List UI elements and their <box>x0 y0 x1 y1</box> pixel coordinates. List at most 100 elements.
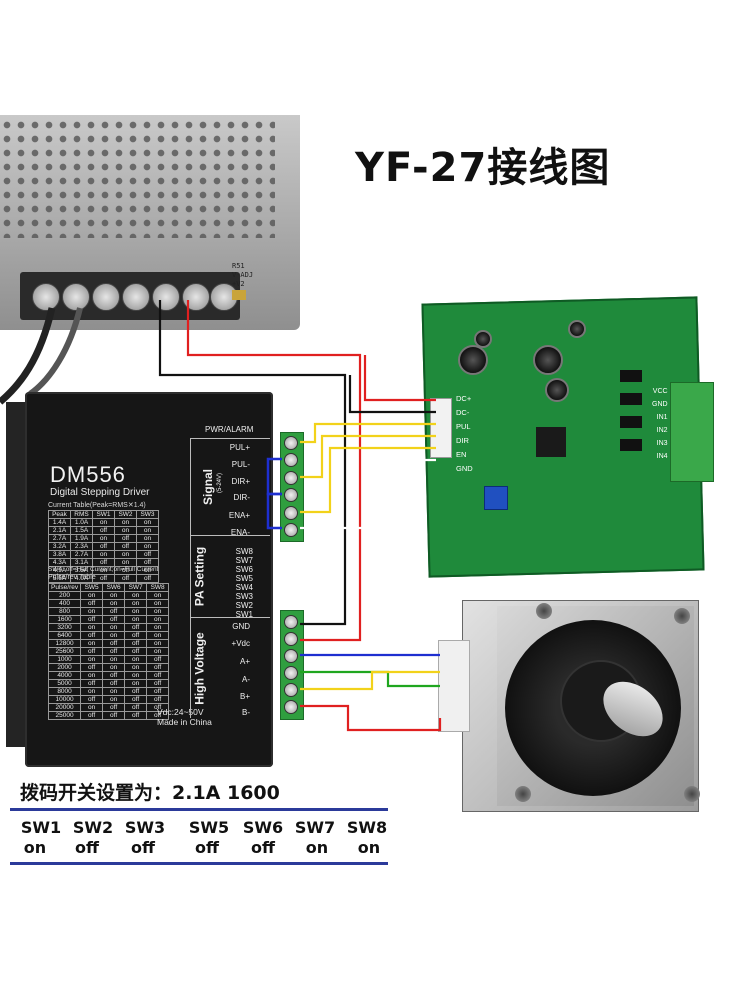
terminal-screw <box>284 615 298 629</box>
controller-pin-label: EN <box>456 450 467 459</box>
driver-model: DM556 <box>50 462 126 487</box>
wire-vdc-red <box>186 300 362 642</box>
wire-jumper-blue <box>266 457 282 496</box>
wire-pul-yellow <box>300 422 436 444</box>
terminal-screw <box>284 666 298 680</box>
capacitor <box>474 330 492 348</box>
controller-right-labels: VCC GND IN1 IN2 IN3 IN4 <box>652 385 668 463</box>
controller-input-terminal <box>670 382 714 482</box>
controller-left-labels: DC+ DC- PUL DIR EN GND <box>456 392 473 476</box>
divider-line <box>10 808 388 811</box>
switch-setting-text: 拨码开关设置为：2.1A 1600 <box>20 782 280 804</box>
psu-screw <box>182 283 210 311</box>
optocoupler <box>620 416 642 428</box>
controller-pin-label: IN4 <box>656 453 668 460</box>
psu-screw <box>122 283 150 311</box>
switch-name: SW1 <box>20 818 62 837</box>
optocoupler <box>620 393 642 405</box>
switch-name: SW8 <box>346 818 388 837</box>
made-in: Made in China <box>157 717 212 727</box>
psu-label: V-ADJ <box>232 271 254 279</box>
controller-pin-label: DC- <box>456 408 470 417</box>
current-table-title: Current Table(Peak=RMS✕1.4) <box>48 502 146 509</box>
optocoupler <box>620 370 642 382</box>
psu-screw <box>152 283 180 311</box>
controller-pin-label: GND <box>456 464 473 473</box>
setting-pin-label: SW8 <box>235 547 253 556</box>
psu-screw <box>210 283 238 311</box>
setting-pin-label: SW7 <box>235 556 253 565</box>
hv-pin-label: B+ <box>239 692 250 701</box>
terminal-screw <box>284 436 298 450</box>
optocoupler <box>620 439 642 451</box>
hv-pin-label: A- <box>242 675 250 684</box>
inductor <box>545 378 569 402</box>
switch-name: SW3 <box>124 818 166 837</box>
section-divider <box>190 617 270 618</box>
switch-state: off <box>251 838 275 857</box>
mounting-hole <box>684 786 700 802</box>
switch-state: on <box>357 838 381 857</box>
wire-gnd-white <box>300 458 436 530</box>
microcontroller-chip <box>536 427 566 457</box>
driver-heatsink-side <box>6 402 28 747</box>
section-divider <box>190 438 270 439</box>
wire-b-minus-red <box>300 704 442 732</box>
switch-state: off <box>131 838 155 857</box>
signal-pin-label: ENA- <box>230 528 250 537</box>
hv-pin-label: B- <box>242 708 250 717</box>
mounting-hole <box>674 608 690 624</box>
hv-pin-label: A+ <box>239 657 250 666</box>
wire-dir-yellow <box>300 434 436 479</box>
switch-state: on <box>305 838 329 857</box>
pulse-table-title: Pulse/rev Table <box>48 574 96 581</box>
mounting-hole <box>536 603 552 619</box>
capacitor <box>533 345 563 375</box>
terminal-screw <box>284 683 298 697</box>
table-cell: 25000 <box>47 711 82 720</box>
setting-pin-label: SW6 <box>235 565 253 574</box>
controller-pin-label: DIR <box>456 436 469 445</box>
section-divider <box>190 438 191 718</box>
table-cell: off <box>136 574 159 583</box>
switch-name: SW5 <box>188 818 230 837</box>
psu-led <box>232 290 246 300</box>
voltage-label: Vdc:24~50V Made in China <box>157 707 212 727</box>
psu-screw <box>62 283 90 311</box>
terminal-screw <box>284 453 298 467</box>
capacitor <box>458 345 488 375</box>
terminal-screw <box>284 632 298 646</box>
terminal-screw <box>284 506 298 520</box>
controller-pin-label: GND <box>652 401 668 408</box>
terminal-screw <box>284 471 298 485</box>
psu-label: +V2 <box>232 280 245 288</box>
wire-dcplus-red <box>363 355 436 402</box>
driver-subtitle: Digital Stepping Driver <box>50 487 150 498</box>
terminal-screw <box>284 649 298 663</box>
setting-pin-label: SW4 <box>235 583 253 592</box>
setting-pin-label: SW3 <box>235 592 253 601</box>
capacitor <box>568 320 586 338</box>
signal-pin-label: DIR+ <box>231 477 250 486</box>
controller-pin-label: IN1 <box>656 414 668 421</box>
terminal-screw <box>284 523 298 537</box>
psu-screw <box>32 283 60 311</box>
wire-b-plus-yellow <box>300 670 440 691</box>
diagram-title: YF-27接线图 <box>355 145 611 191</box>
signal-pin-label: DIR- <box>233 493 250 502</box>
sw4-note: SW4: off=Half Current;on=Full Current <box>48 566 159 573</box>
controller-pin-label: PUL <box>456 422 471 431</box>
signal-pin-label: PUL+ <box>229 443 250 452</box>
switch-state: off <box>75 838 99 857</box>
potentiometer <box>484 486 508 510</box>
divider-line <box>10 862 388 865</box>
